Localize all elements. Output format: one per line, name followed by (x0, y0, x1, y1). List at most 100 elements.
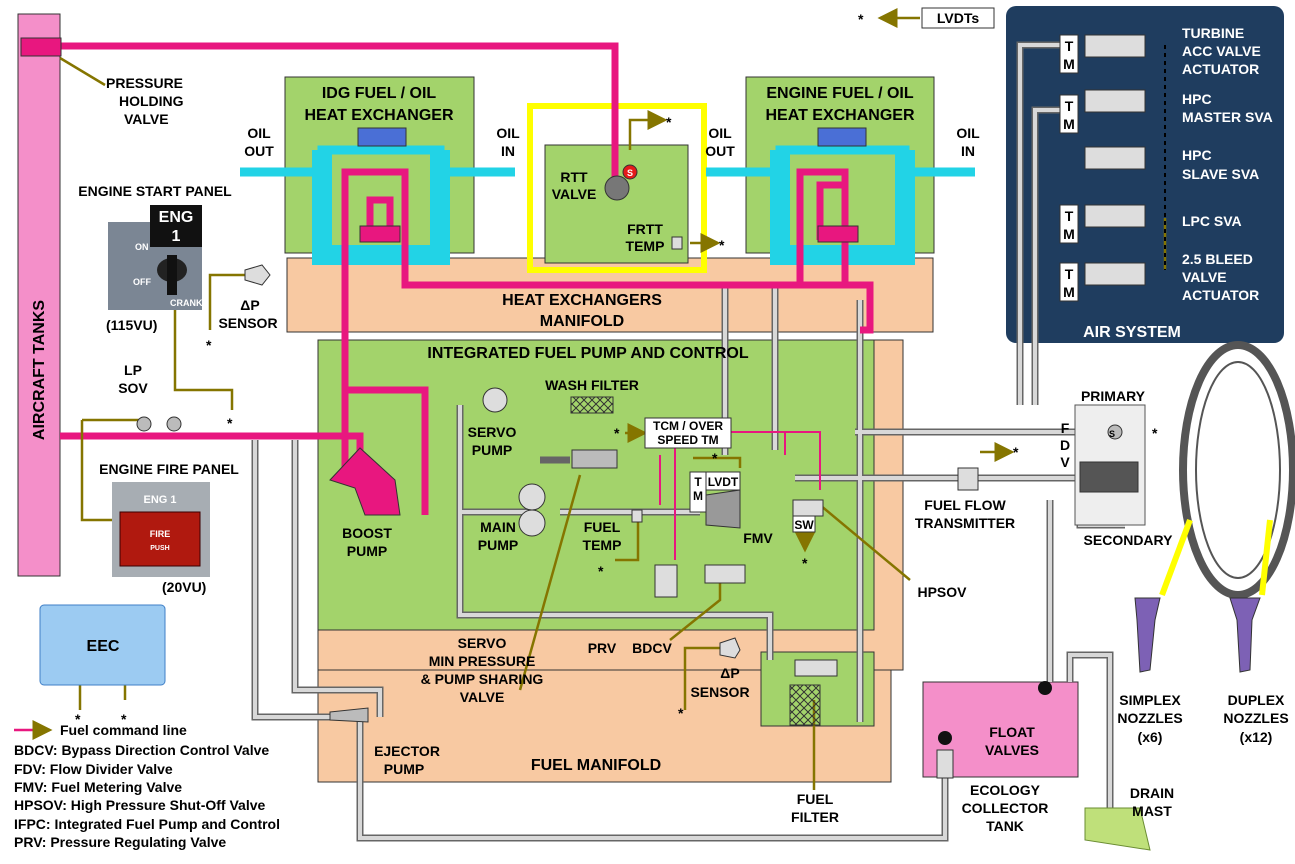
prv-valve (654, 564, 678, 598)
oil-out-1b: OUT (244, 143, 274, 159)
fmv-tm-m: M (693, 489, 703, 503)
air-tm1-t: T (1065, 38, 1074, 54)
lp-sov-label-2: SOV (118, 380, 148, 396)
fuel-temp-sensor (631, 509, 643, 523)
simplex-label-3: (x6) (1138, 729, 1163, 745)
eng-switch-plate (150, 205, 202, 247)
hpc-master-2: MASTER SVA (1182, 109, 1273, 125)
air-tm2-t: T (1065, 98, 1074, 114)
secondary-label: SECONDARY (1084, 532, 1174, 548)
vu115-label: (115VU) (106, 317, 157, 333)
fire-eng1-label: ENG 1 (143, 494, 176, 506)
air-tm4-t: T (1065, 266, 1074, 282)
start-crank-label: CRANK (170, 298, 203, 308)
fuel-command-lines (659, 431, 821, 560)
servo-valve-label-1: SERVO (458, 635, 507, 651)
simplex-label-1: SIMPLEX (1119, 692, 1181, 708)
idg-oil-core (312, 150, 450, 265)
fdv-d: D (1060, 437, 1070, 453)
svg-text:*: * (227, 415, 233, 431)
hpc-slave-2: SLAVE SVA (1182, 166, 1259, 182)
oil-lines (240, 145, 975, 177)
hpsov-label: HPSOV (917, 584, 967, 600)
fuel-temp-label-1: FUEL (584, 519, 621, 535)
fuel-flow-tx-1: FUEL FLOW (924, 497, 1006, 513)
turbine-acc-1: TURBINE (1182, 25, 1244, 41)
bleed-3: ACTUATOR (1182, 287, 1259, 303)
lvdt-box (705, 471, 741, 491)
air-tm1-m: M (1063, 56, 1075, 72)
ejector-pump (329, 707, 369, 723)
frtt-sensor (671, 236, 683, 250)
main-pump-label-1: MAIN (480, 519, 516, 535)
hx-manifold-label-1: HEAT EXCHANGERS (502, 292, 662, 309)
bleed-2: VALVE (1182, 269, 1227, 285)
push-label: PUSH (150, 545, 169, 552)
svg-text:*: * (678, 705, 684, 721)
float-valve-1 (1038, 681, 1052, 695)
wash-filter-label: WASH FILTER (545, 377, 639, 393)
servo-valve-label-3: & PUMP SHARING (421, 671, 544, 687)
air-tm3-m: M (1063, 226, 1075, 242)
lp-sov-motor-1 (136, 416, 152, 432)
boost-pump-label-2: PUMP (347, 543, 387, 559)
start-off-label: OFF (133, 277, 151, 287)
dp-sensor-bottom-1: ΔP (720, 665, 739, 681)
dp-sensor-bottom-2: SENSOR (690, 684, 749, 700)
servo-min-pressure-valve (571, 449, 618, 469)
svg-text:*: * (598, 563, 604, 579)
legend-item-hpsov: HPSOV: High Pressure Shut-Off Valve (14, 797, 266, 813)
eng-start-knob-stem (167, 255, 177, 295)
main-pump-2 (518, 509, 546, 537)
oil-in-1b: IN (501, 143, 515, 159)
fmv-label: FMV (743, 530, 773, 546)
ifpc-title: INTEGRATED FUEL PUMP AND CONTROL (427, 345, 748, 362)
idg-hx-matrix (357, 127, 407, 147)
fmv-valve (705, 489, 741, 529)
air-tm-boxes (1059, 34, 1079, 302)
signal-lines (78, 8, 1167, 790)
air-system-panel (1006, 6, 1284, 343)
duplex-nozzle (1229, 597, 1261, 673)
fuel-filter-label-2: FILTER (791, 809, 839, 825)
fdv-f: F (1061, 420, 1070, 436)
simplex-pointer (1159, 518, 1193, 597)
frtt-label-1: FRTT (627, 221, 663, 237)
rtt-valve-label-1: RTT (560, 169, 588, 185)
oil-out-2b: OUT (705, 143, 735, 159)
fire-button (119, 511, 201, 567)
oil-in-2b: IN (961, 143, 975, 159)
ecology-3: TANK (986, 818, 1024, 834)
sw-label: SW (794, 518, 814, 532)
pressure-holding-label-2: HOLDING (119, 93, 184, 109)
sw-valve (792, 499, 824, 517)
bdcv-valve (704, 564, 746, 584)
vu20-label: (20VU) (162, 579, 206, 595)
legend-item-ifpc: IFPC: Integrated Fuel Pump and Control (14, 816, 280, 832)
fuel-flow-tx-2: TRANSMITTER (915, 515, 1015, 531)
servo-valve-label-2: MIN PRESSURE (429, 653, 536, 669)
eng-switch-number: 1 (172, 228, 181, 245)
hpc-master-1: HPC (1182, 91, 1212, 107)
fuel-filter-valve (794, 659, 838, 677)
lp-sov-motor-2 (166, 416, 182, 432)
fdv-valve (1079, 461, 1139, 493)
engine-fire-panel-label: ENGINE FIRE PANEL (99, 461, 239, 477)
tm-box (689, 471, 707, 513)
eec-label: EEC (87, 638, 120, 655)
primary-label: PRIMARY (1081, 388, 1146, 404)
duplex-pointer (1259, 519, 1273, 596)
float-valves-1: FLOAT (989, 724, 1035, 740)
legend-item-bdcv: BDCV: Bypass Direction Control Valve (14, 742, 269, 758)
ecology-1: ECOLOGY (970, 782, 1041, 798)
ecology-drain-valve (936, 749, 954, 779)
ecology-2: COLLECTOR (962, 800, 1049, 816)
fmv-tm-t: T (694, 475, 702, 489)
bleed-1: 2.5 BLEED (1182, 251, 1253, 267)
drain-mast-1: DRAIN (1130, 785, 1174, 801)
combustor-ring-inner (1195, 361, 1281, 579)
fuel-filter-element (789, 684, 821, 726)
svg-text:*: * (121, 711, 127, 727)
fdv-v: V (1060, 454, 1070, 470)
